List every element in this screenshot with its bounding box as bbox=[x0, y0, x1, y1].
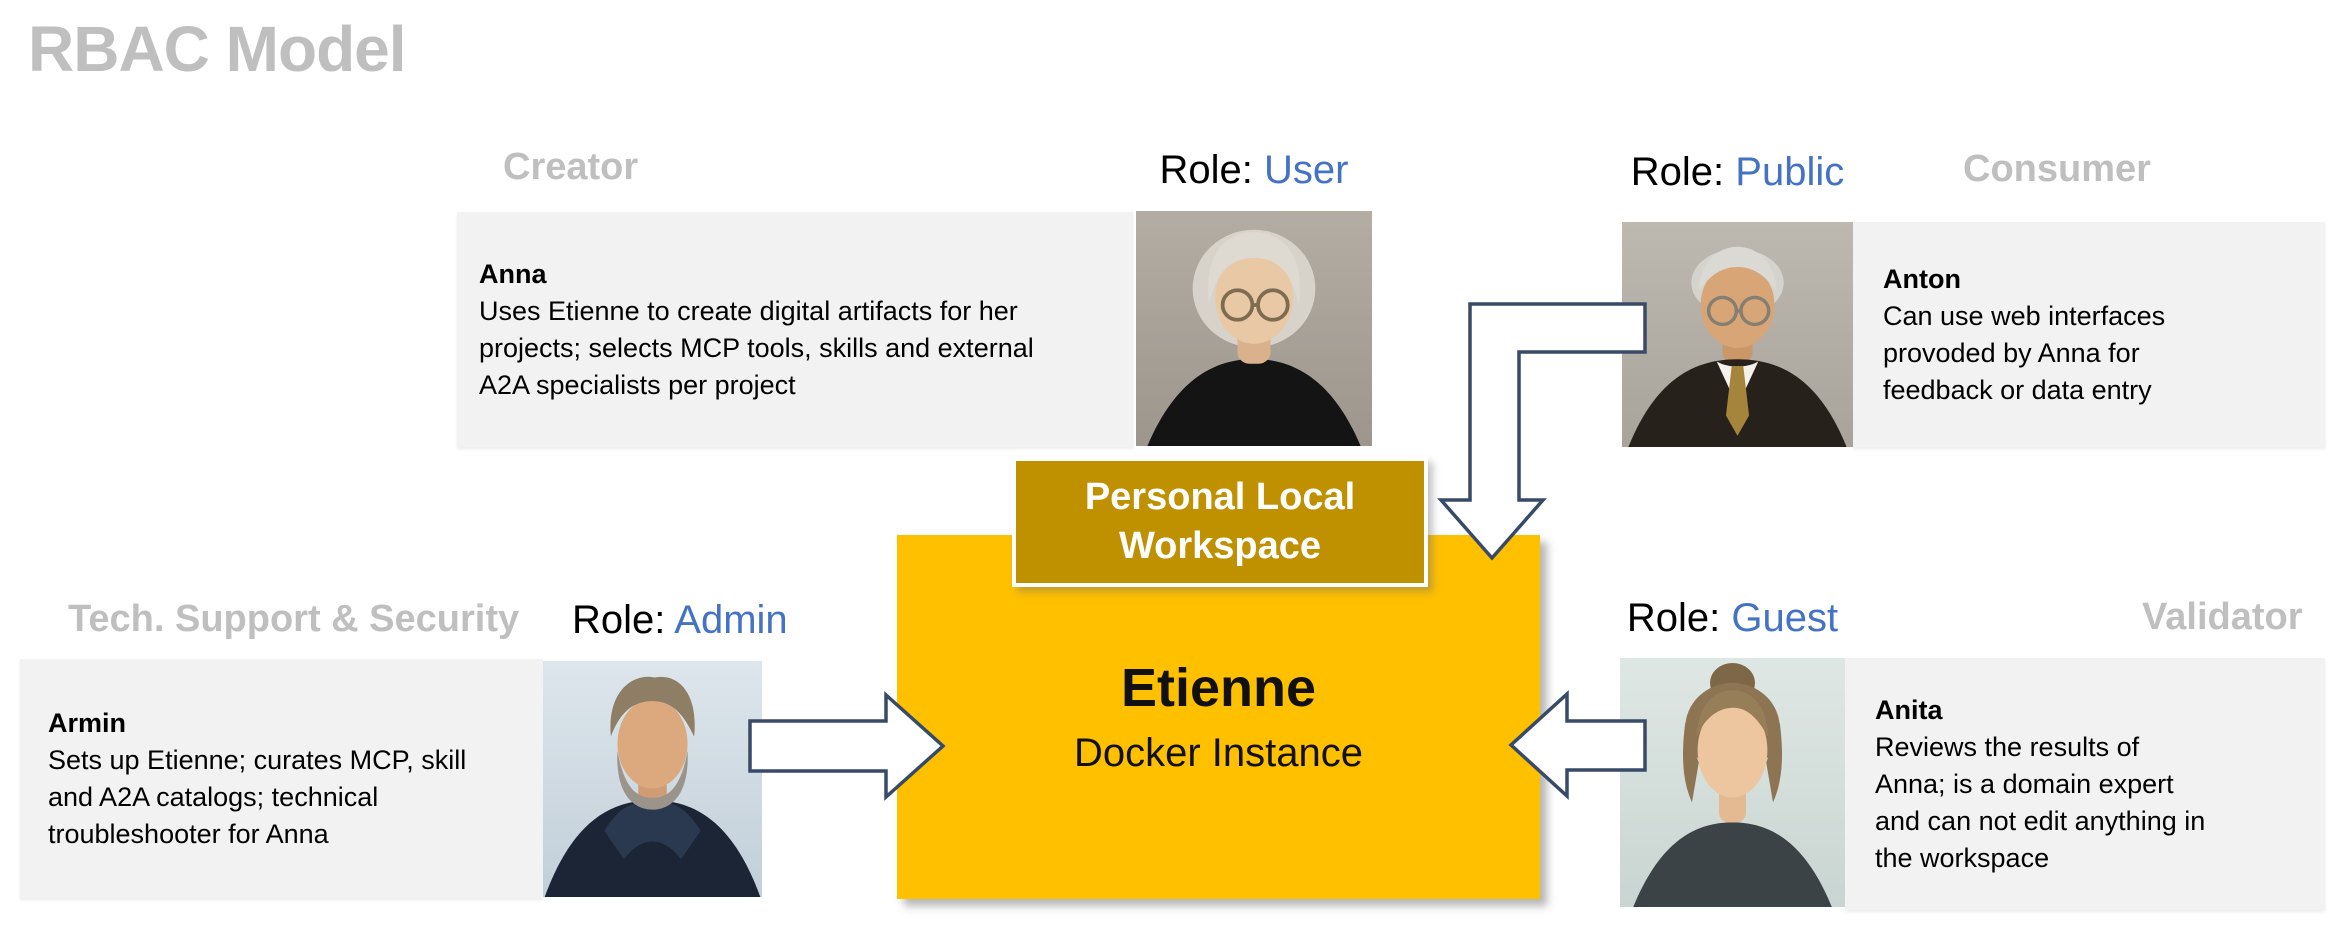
validator-group-label: Validator bbox=[2142, 596, 2303, 638]
anton-card: Anton Can use web interfaces provoded by… bbox=[1853, 222, 2325, 447]
anton-description: Can use web interfaces provoded by Anna … bbox=[1883, 300, 2166, 405]
armin-name: Armin bbox=[48, 707, 127, 738]
anton-portrait bbox=[1622, 222, 1853, 447]
role-guest-label: Role: Guest bbox=[1620, 596, 1845, 641]
role-prefix: Role: bbox=[572, 598, 666, 642]
role-guest-value: Guest bbox=[1731, 596, 1839, 640]
anton-name: Anton bbox=[1883, 263, 1961, 294]
anna-card: Anna Uses Etienne to create digital arti… bbox=[457, 212, 1133, 447]
role-prefix: Role: bbox=[1159, 148, 1253, 192]
creator-group-label: Creator bbox=[503, 146, 639, 188]
anita-name: Anita bbox=[1875, 694, 1943, 725]
anna-description: Uses Etienne to create digital artifacts… bbox=[479, 295, 1034, 400]
anton-avatar-graphic bbox=[1622, 222, 1853, 447]
role-prefix: Role: bbox=[1626, 596, 1721, 640]
anita-portrait bbox=[1620, 658, 1845, 907]
anna-avatar-graphic bbox=[1136, 211, 1372, 446]
role-user-label: Role: User bbox=[1136, 148, 1372, 193]
armin-portrait bbox=[543, 661, 762, 897]
tech-support-group-label: Tech. Support & Security bbox=[68, 598, 520, 640]
role-admin-label: Role: Admin bbox=[572, 598, 788, 643]
etienne-subtitle: Docker Instance bbox=[1073, 730, 1364, 775]
personal-local-workspace-box: Personal Local Workspace bbox=[1012, 457, 1428, 587]
role-prefix: Role: bbox=[1630, 150, 1725, 194]
armin-card: Armin Sets up Etienne; curates MCP, skil… bbox=[20, 659, 543, 898]
role-public-label: Role: Public bbox=[1622, 150, 1853, 195]
anna-portrait bbox=[1136, 211, 1372, 446]
etienne-name: Etienne bbox=[1120, 658, 1317, 719]
role-admin-value: Admin bbox=[674, 598, 788, 642]
etienne-docker-box: Etienne Docker Instance bbox=[897, 535, 1540, 899]
anna-name: Anna bbox=[479, 258, 547, 289]
role-public-value: Public bbox=[1735, 150, 1845, 194]
armin-avatar-graphic bbox=[543, 661, 762, 897]
anita-description: Reviews the results of Anna; is a domain… bbox=[1875, 731, 2206, 873]
page-title: RBAC Model bbox=[28, 13, 407, 85]
anita-card: Anita Reviews the results of Anna; is a … bbox=[1845, 658, 2325, 910]
armin-description: Sets up Etienne; curates MCP, skill and … bbox=[48, 744, 467, 849]
workspace-label: Personal Local Workspace bbox=[1084, 475, 1356, 567]
role-user-value: User bbox=[1264, 148, 1349, 192]
anton-to-workspace-arrow bbox=[1437, 302, 1647, 561]
anita-avatar-graphic bbox=[1620, 658, 1845, 907]
consumer-group-label: Consumer bbox=[1963, 148, 2151, 190]
